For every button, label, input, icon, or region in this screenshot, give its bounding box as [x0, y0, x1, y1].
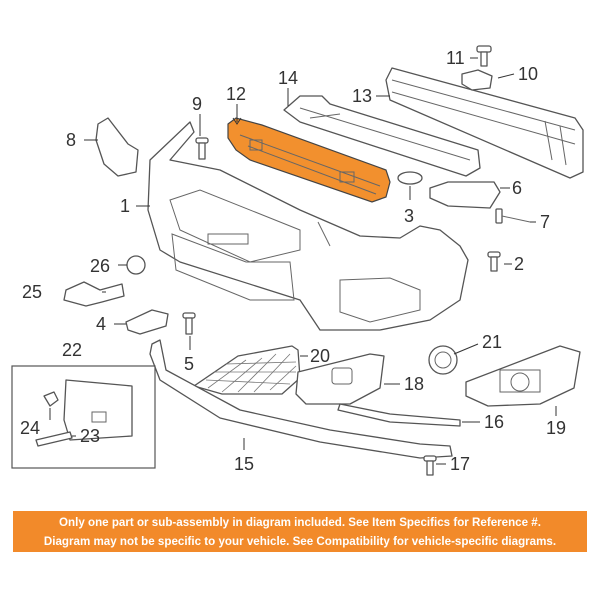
- part-22-assembly-box: [11, 365, 156, 469]
- part-1-bumper-cover: [147, 121, 469, 331]
- callout-25: 25: [22, 282, 42, 302]
- part-8-bracket: [95, 117, 139, 177]
- callout-13: 13: [352, 86, 372, 106]
- part-12-reinforcement: [227, 117, 391, 203]
- part-3-pad: [397, 171, 423, 185]
- disclaimer-banner: Only one part or sub-assembly in diagram…: [13, 511, 587, 552]
- leader-lines: [49, 57, 557, 465]
- callout-16: 16: [484, 412, 504, 432]
- part-26-clip: [126, 255, 146, 275]
- part-25-emblem: [63, 281, 125, 307]
- part-11-bolt: [476, 45, 492, 67]
- callout-3: 3: [404, 206, 414, 226]
- part-20-grille: [193, 345, 301, 395]
- part-9-push-pin: [195, 137, 209, 160]
- part-2-bolt: [487, 251, 501, 272]
- callout-14: 14: [278, 68, 298, 88]
- callout-21: 21: [482, 332, 502, 352]
- callout-20: 20: [310, 346, 330, 366]
- callout-6: 6: [512, 178, 522, 198]
- callout-24: 24: [20, 418, 40, 438]
- part-5-push-pin: [182, 312, 196, 335]
- part-6-bracket: [429, 181, 501, 209]
- part-16-strip: [337, 403, 461, 427]
- callout-1: 1: [120, 196, 130, 216]
- disclaimer-line-1: Only one part or sub-assembly in diagram…: [59, 516, 541, 529]
- callout-9: 9: [192, 94, 202, 114]
- part-15-deflector: [149, 339, 453, 459]
- callout-11: 11: [446, 48, 465, 68]
- part-17-bolt: [423, 455, 437, 476]
- part-7-bolt: [495, 208, 531, 224]
- callout-7: 7: [540, 212, 550, 232]
- callout-17: 17: [450, 454, 470, 474]
- part-18-bezel: [295, 353, 385, 405]
- callout-numbers: 1 2 3 4 5 6 7 8 9 10 11 12 13 14 15 16 1…: [20, 48, 566, 474]
- part-19-bezel: [465, 345, 581, 407]
- callout-10: 10: [518, 64, 538, 84]
- callout-23: 23: [80, 426, 100, 446]
- disclaimer-line-2: Diagram may not be specific to your vehi…: [43, 535, 557, 548]
- callout-15: 15: [234, 454, 254, 474]
- callout-2: 2: [514, 254, 524, 274]
- callout-12: 12: [226, 84, 246, 104]
- callout-8: 8: [66, 130, 76, 150]
- part-21-fog-ring: [428, 345, 458, 375]
- callout-5: 5: [184, 354, 194, 374]
- callout-22: 22: [62, 340, 82, 360]
- part-4-bracket: [125, 309, 169, 335]
- callout-18: 18: [404, 374, 424, 394]
- part-14-absorber: [283, 95, 481, 177]
- callout-19: 19: [546, 418, 566, 438]
- callout-4: 4: [96, 314, 106, 334]
- callout-26: 26: [90, 256, 110, 276]
- part-10-bracket: [461, 69, 493, 91]
- part-10-impact-bar: [385, 67, 584, 179]
